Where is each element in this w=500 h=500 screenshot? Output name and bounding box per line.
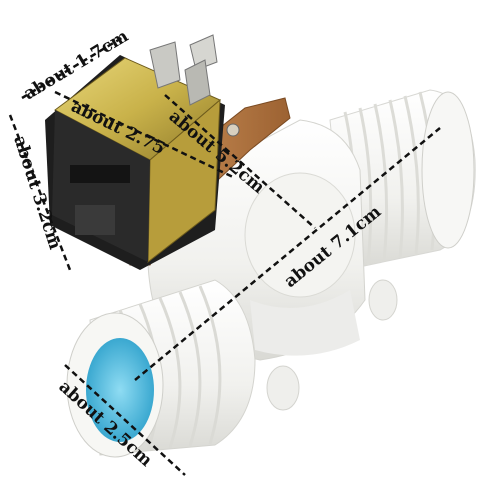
dimension-lines	[8, 34, 441, 476]
outlet-port	[329, 89, 476, 271]
spade-terminals	[149, 34, 218, 106]
inlet-port	[66, 279, 256, 458]
filter-screen	[86, 338, 154, 442]
